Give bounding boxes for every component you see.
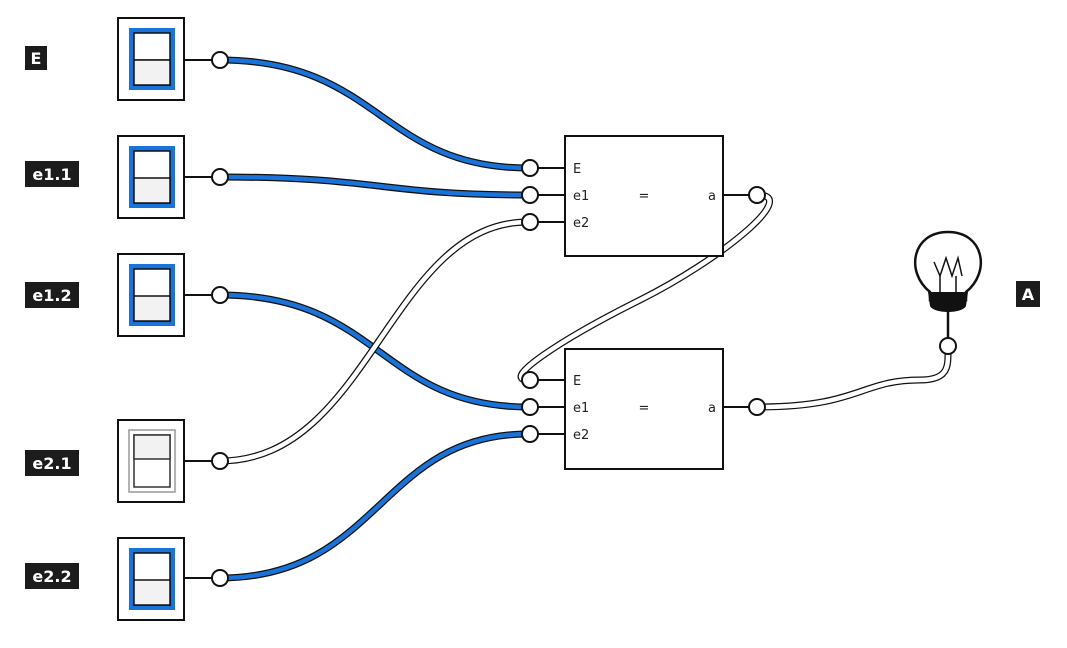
switch-e2-1[interactable] bbox=[117, 419, 185, 503]
gate-2-label-e2: e2 bbox=[573, 428, 589, 443]
gate-1-label-e2: e2 bbox=[573, 216, 589, 231]
svg-text:e2.1: e2.1 bbox=[32, 454, 71, 473]
wire-e2-1-to-gate1 bbox=[216, 218, 532, 465]
svg-text:e1.1: e1.1 bbox=[32, 165, 71, 184]
gate-2-port-a[interactable] bbox=[748, 398, 766, 416]
switch-e1-1[interactable] bbox=[117, 135, 185, 219]
wire-gate2-out-to-lamp bbox=[754, 344, 952, 411]
input-label-e2-2: e2.2 bbox=[25, 563, 79, 589]
input-label-e1-1: e1.1 bbox=[25, 161, 79, 187]
gate-2-port-E[interactable] bbox=[521, 371, 539, 389]
gate-2-label-E: E bbox=[573, 374, 581, 389]
gate-2: E e1 e2 = a bbox=[521, 348, 766, 470]
gate-1: E e1 e2 = a bbox=[521, 135, 766, 257]
gate-2-symbol: = bbox=[639, 401, 650, 416]
input-label-E: E bbox=[25, 46, 47, 70]
wire-e1-1-to-gate1 bbox=[216, 173, 532, 199]
gate-1-symbol: = bbox=[639, 189, 650, 204]
switch-stubs bbox=[184, 59, 212, 579]
svg-text:A: A bbox=[1022, 285, 1035, 304]
svg-text:e1.2: e1.2 bbox=[32, 286, 71, 305]
gate-2-port-e2[interactable] bbox=[521, 425, 539, 443]
gate-2-label-a: a bbox=[708, 401, 716, 416]
light-bulb-icon bbox=[914, 230, 982, 355]
svg-text:E: E bbox=[31, 49, 42, 68]
wire-e1-2-to-gate2 bbox=[216, 291, 532, 411]
switch-E[interactable] bbox=[117, 17, 185, 101]
wire-E-to-gate1 bbox=[216, 56, 532, 172]
input-label-e2-1: e2.1 bbox=[25, 450, 79, 476]
wire-gate1-out-to-gate2-E bbox=[517, 191, 773, 384]
output-label-A: A bbox=[1016, 281, 1040, 307]
gate-1-port-e1[interactable] bbox=[521, 186, 539, 204]
gate-2-label-e1: e1 bbox=[573, 401, 589, 416]
switch-terminals bbox=[211, 51, 229, 587]
input-label-e1-2: e1.2 bbox=[25, 282, 79, 308]
gate-1-port-e2[interactable] bbox=[521, 213, 539, 231]
gate-1-label-E: E bbox=[573, 162, 581, 177]
wire-e2-2-to-gate2 bbox=[216, 430, 532, 582]
switch-e2-2[interactable] bbox=[117, 537, 185, 621]
gate-1-port-a[interactable] bbox=[748, 186, 766, 204]
gate-1-label-a: a bbox=[708, 189, 716, 204]
switch-e1-2[interactable] bbox=[117, 253, 185, 337]
gate-1-port-E[interactable] bbox=[521, 159, 539, 177]
gate-1-label-e1: e1 bbox=[573, 189, 589, 204]
wires bbox=[216, 56, 952, 582]
gate-2-port-e1[interactable] bbox=[521, 398, 539, 416]
svg-text:e2.2: e2.2 bbox=[32, 567, 71, 586]
